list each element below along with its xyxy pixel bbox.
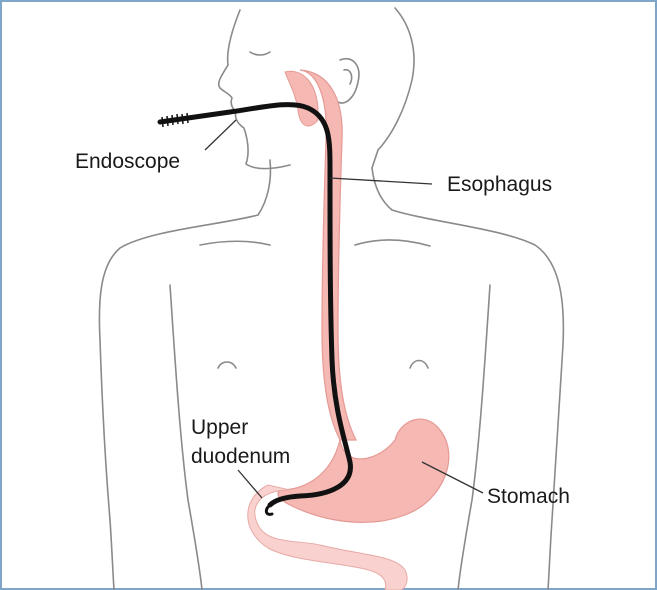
throat-region bbox=[285, 71, 318, 126]
collarbone-right bbox=[355, 240, 430, 246]
stomach-label: Stomach bbox=[487, 485, 570, 509]
head-outline bbox=[219, 10, 290, 169]
ear-outline bbox=[338, 59, 359, 103]
nipple-right bbox=[410, 361, 428, 369]
esophagus-leader bbox=[330, 178, 432, 184]
upper-duodenum-label-line2: duodenum bbox=[191, 445, 290, 469]
upper-duodenum-label-line1: Upper bbox=[191, 416, 248, 440]
endoscope-label: Endoscope bbox=[75, 150, 180, 174]
stomach-shape bbox=[278, 419, 449, 522]
upper-duodenum-leader bbox=[238, 470, 262, 498]
shoulder-right bbox=[392, 210, 563, 590]
ear-inner bbox=[344, 70, 352, 84]
esophagus-label: Esophagus bbox=[447, 173, 552, 197]
nipple-left bbox=[218, 362, 236, 368]
arm-line-right bbox=[458, 285, 490, 590]
neck-right bbox=[372, 168, 392, 210]
collarbone-left bbox=[200, 241, 270, 245]
closed-eye bbox=[250, 52, 270, 55]
skull-back bbox=[372, 8, 414, 168]
endoscope-leader bbox=[205, 120, 236, 150]
